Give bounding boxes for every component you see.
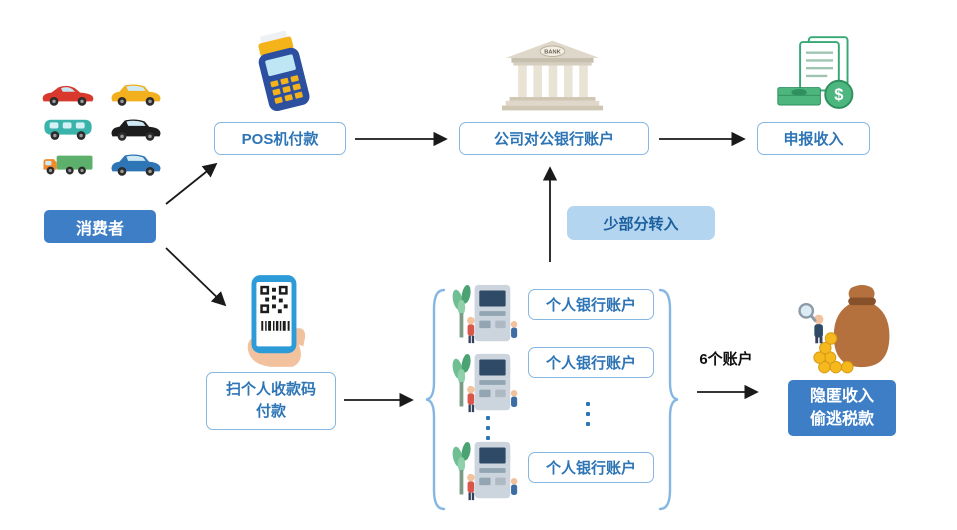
six-accounts-label: 6个账户	[699, 351, 753, 368]
blue-car-icon	[108, 150, 164, 177]
company-account-label: 公司对公银行账户	[493, 131, 614, 148]
right-brace-icon	[658, 288, 679, 511]
personal-account-node: 个人银行账户	[528, 347, 654, 378]
consumer-node: 消费者	[44, 210, 156, 243]
teal-van-icon	[40, 115, 96, 142]
personal-account-label: 个人银行账户	[545, 355, 636, 372]
scan-code-label-line1: 扫个人收款码	[225, 381, 316, 399]
ellipsis-icon	[486, 416, 490, 440]
yellow-car-icon	[108, 80, 164, 107]
bank-building-icon: BANK	[501, 40, 604, 111]
declared-income-money-icon: $	[777, 36, 854, 109]
atm-machine-icon	[448, 283, 520, 345]
pos-payment-label: POS机付款	[241, 131, 319, 148]
phone-qr-code-icon	[247, 275, 306, 367]
partial-transfer-node: 少部分转入	[567, 206, 715, 240]
personal-account-label: 个人银行账户	[545, 297, 636, 314]
partial-transfer-label: 少部分转入	[603, 215, 679, 233]
ellipsis-icon	[586, 402, 590, 426]
bank-sign-text: BANK	[544, 50, 561, 56]
money-bag-icon	[798, 285, 890, 374]
atm-machine-icon	[448, 352, 520, 414]
personal-account-label: 个人银行账户	[545, 460, 636, 477]
arrow-consumer-to-scan	[165, 247, 227, 307]
declare-income-node: 申报收入	[757, 122, 870, 155]
dollar-sign-text: $	[834, 86, 843, 104]
green-truck-icon	[40, 150, 96, 177]
declare-income-label: 申报收入	[783, 131, 844, 148]
personal-account-node: 个人银行账户	[528, 452, 654, 483]
consumer-label: 消费者	[75, 220, 124, 238]
red-sports-car-icon	[40, 80, 96, 107]
hidden-income-label-line2: 偷逃税款	[809, 411, 874, 428]
pos-terminal-icon	[258, 30, 310, 112]
pos-payment-node: POS机付款	[214, 122, 346, 155]
personal-account-node: 个人银行账户	[528, 289, 654, 320]
hidden-income-label-line1: 隐匿收入	[809, 387, 874, 405]
scan-code-label-line2: 付款	[255, 403, 286, 420]
arrow-consumer-to-pos	[165, 162, 218, 205]
company-account-node: 公司对公银行账户	[459, 122, 649, 155]
atm-machine-icon	[448, 440, 520, 502]
black-suv-icon	[108, 115, 164, 142]
left-brace-icon	[425, 288, 446, 511]
scan-code-node: 扫个人收款码 付款	[206, 372, 336, 430]
vehicles-group-icon	[40, 80, 164, 177]
hidden-income-node: 隐匿收入 偷逃税款	[788, 380, 896, 436]
